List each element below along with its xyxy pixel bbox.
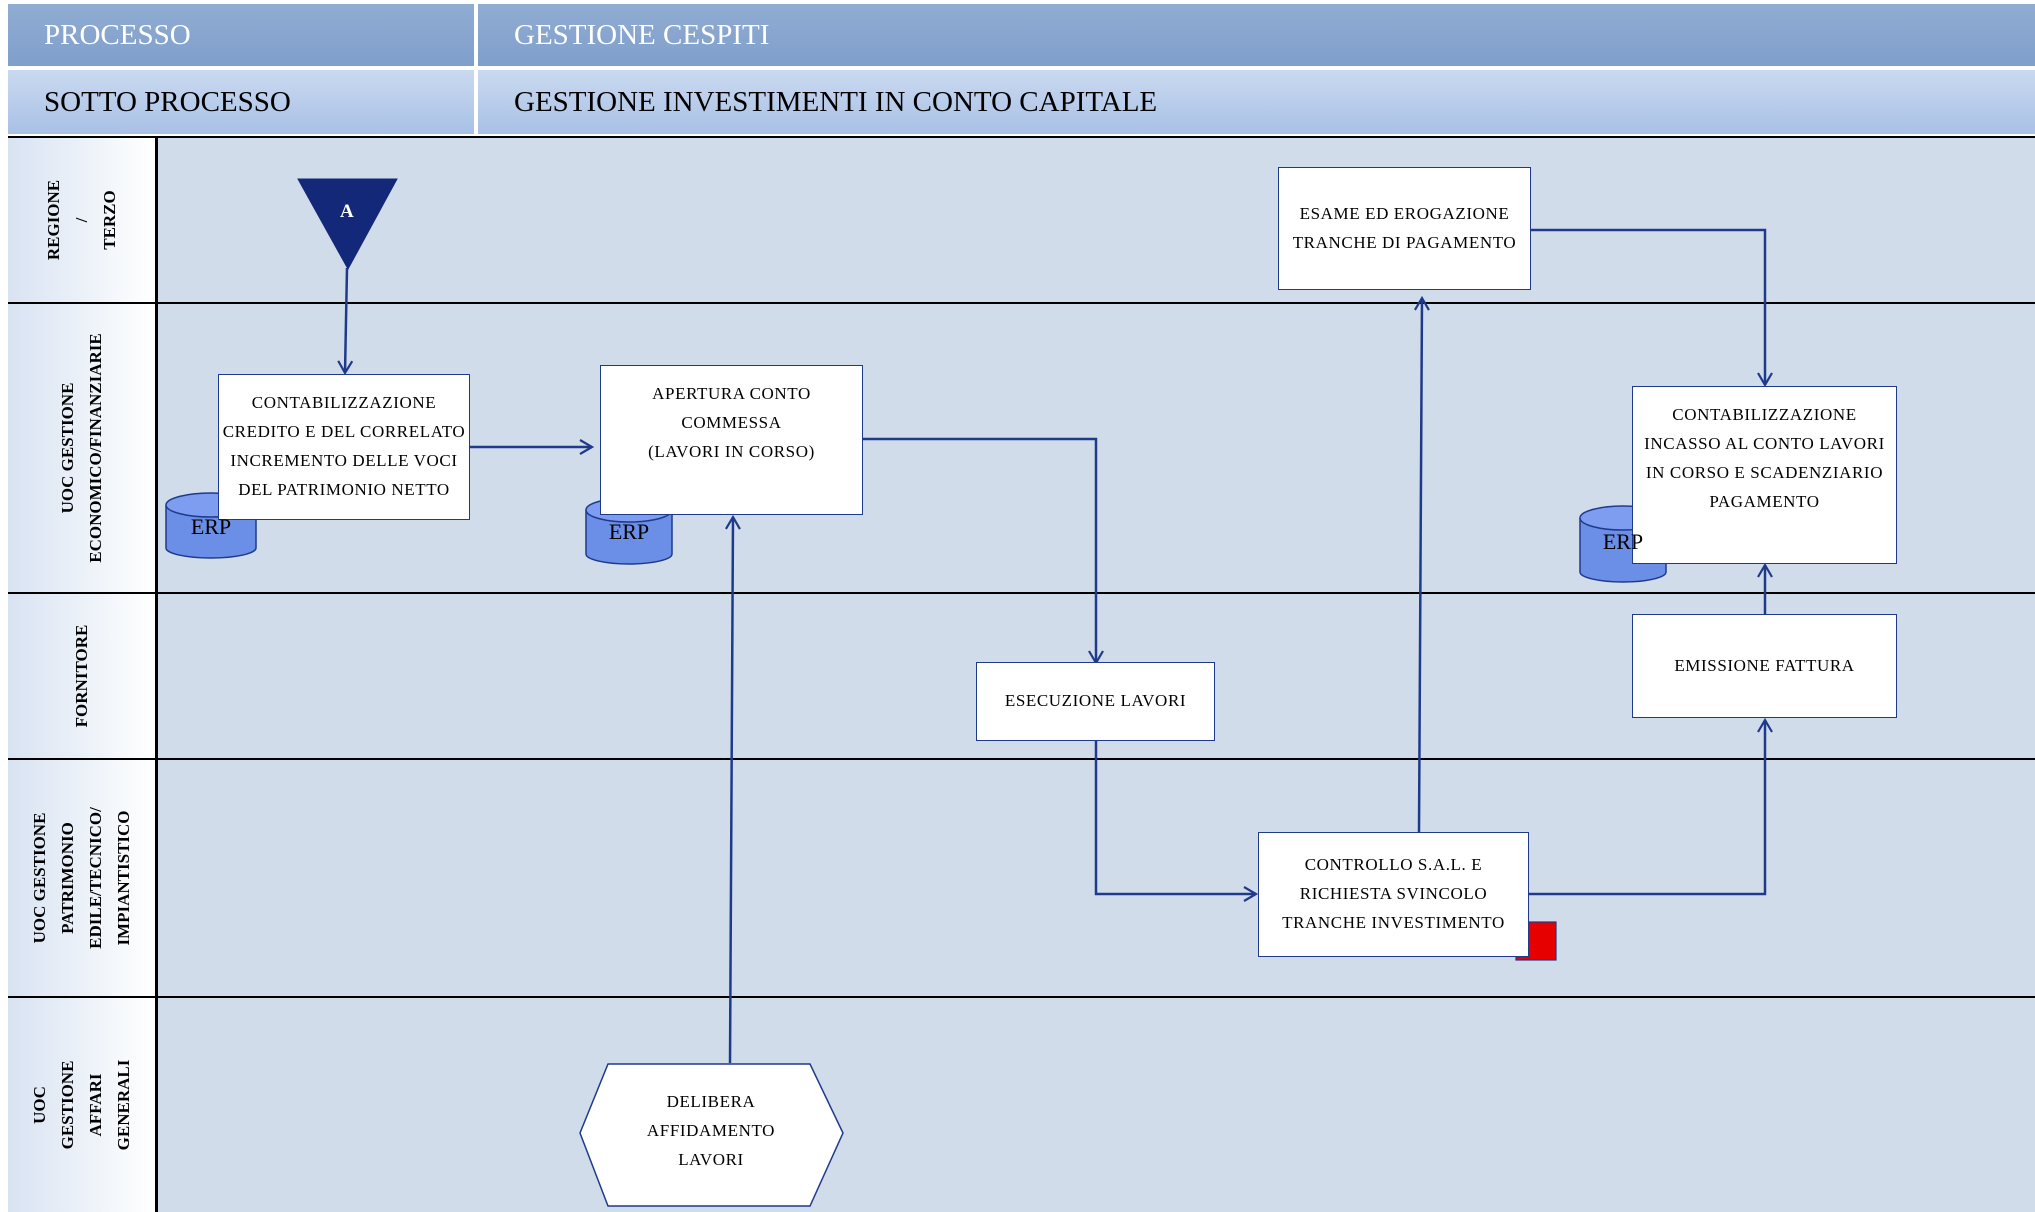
process-label: PROCESSO	[44, 18, 191, 51]
lane-label-patrimonio: UOC GESTIONE PATRIMONIO EDILE/TECNICO/ I…	[8, 760, 158, 996]
lane-label-fornitore: FORNITORE	[8, 594, 158, 758]
arrow-controllo-to-fattura	[1529, 717, 1773, 896]
erp-label-1: ERP	[190, 514, 232, 539]
arrow-a-to-contabilizzazione	[337, 267, 354, 376]
erp-label-3: ERP	[1602, 529, 1644, 554]
connector-a-shape	[297, 178, 398, 271]
subprocess-value-cell: GESTIONE INVESTIMENTI IN CONTO CAPITALE	[478, 70, 2035, 134]
arrow-esecuzione-to-controllo	[1094, 740, 1259, 902]
lane-label-regione: REGIONE / TERZO	[8, 138, 158, 302]
subprocess-label: SOTTO PROCESSO	[44, 85, 291, 118]
node-emissione-fattura: EMISSIONE FATTURA	[1632, 614, 1897, 718]
arrow-delibera-to-apertura	[724, 514, 741, 1064]
arrow-controllo-to-esame	[1413, 295, 1430, 833]
process-value-cell: GESTIONE CESPITI	[478, 4, 2035, 66]
subprocess-value: GESTIONE INVESTIMENTI IN CONTO CAPITALE	[514, 85, 1158, 118]
lane-affari	[8, 996, 2035, 1212]
connector-a-label: A	[340, 201, 354, 222]
node-controllo-sal: CONTROLLO S.A.L. E RICHIESTA SVINCOLO TR…	[1258, 832, 1529, 957]
delibera-hexagon-shape	[579, 1063, 844, 1207]
node-esame-erogazione: ESAME ED EROGAZIONE TRANCHE DI PAGAMENTO	[1278, 167, 1531, 290]
node-delibera: DELIBERA AFFIDAMENTO LAVORI	[646, 1092, 776, 1169]
lane-label-affari: UOC GESTIONE AFFARI GENERALI	[8, 998, 158, 1212]
node-contabilizzazione-incasso: CONTABILIZZAZIONE INCASSO AL CONTO LAVOR…	[1632, 386, 1897, 564]
lane-label-economico: UOC GESTIONE ECONOMICO/FINANZIARIE	[8, 304, 158, 592]
erp-label-2: ERP	[608, 519, 650, 544]
node-esecuzione-lavori: ESECUZIONE LAVORI	[976, 662, 1215, 741]
arrow-esame-to-incasso	[1531, 228, 1773, 388]
process-value: GESTIONE CESPITI	[514, 18, 770, 51]
node-contabilizzazione-credito: CONTABILIZZAZIONE CREDITO E DEL CORRELAT…	[218, 374, 470, 520]
process-label-cell: PROCESSO	[8, 4, 474, 66]
subprocess-label-cell: SOTTO PROCESSO	[8, 70, 474, 134]
node-apertura-conto: APERTURA CONTO COMMESSA (LAVORI IN CORSO…	[600, 365, 863, 515]
arrow-apertura-to-esecuzione	[863, 437, 1104, 666]
lane-patrimonio	[8, 758, 2035, 998]
